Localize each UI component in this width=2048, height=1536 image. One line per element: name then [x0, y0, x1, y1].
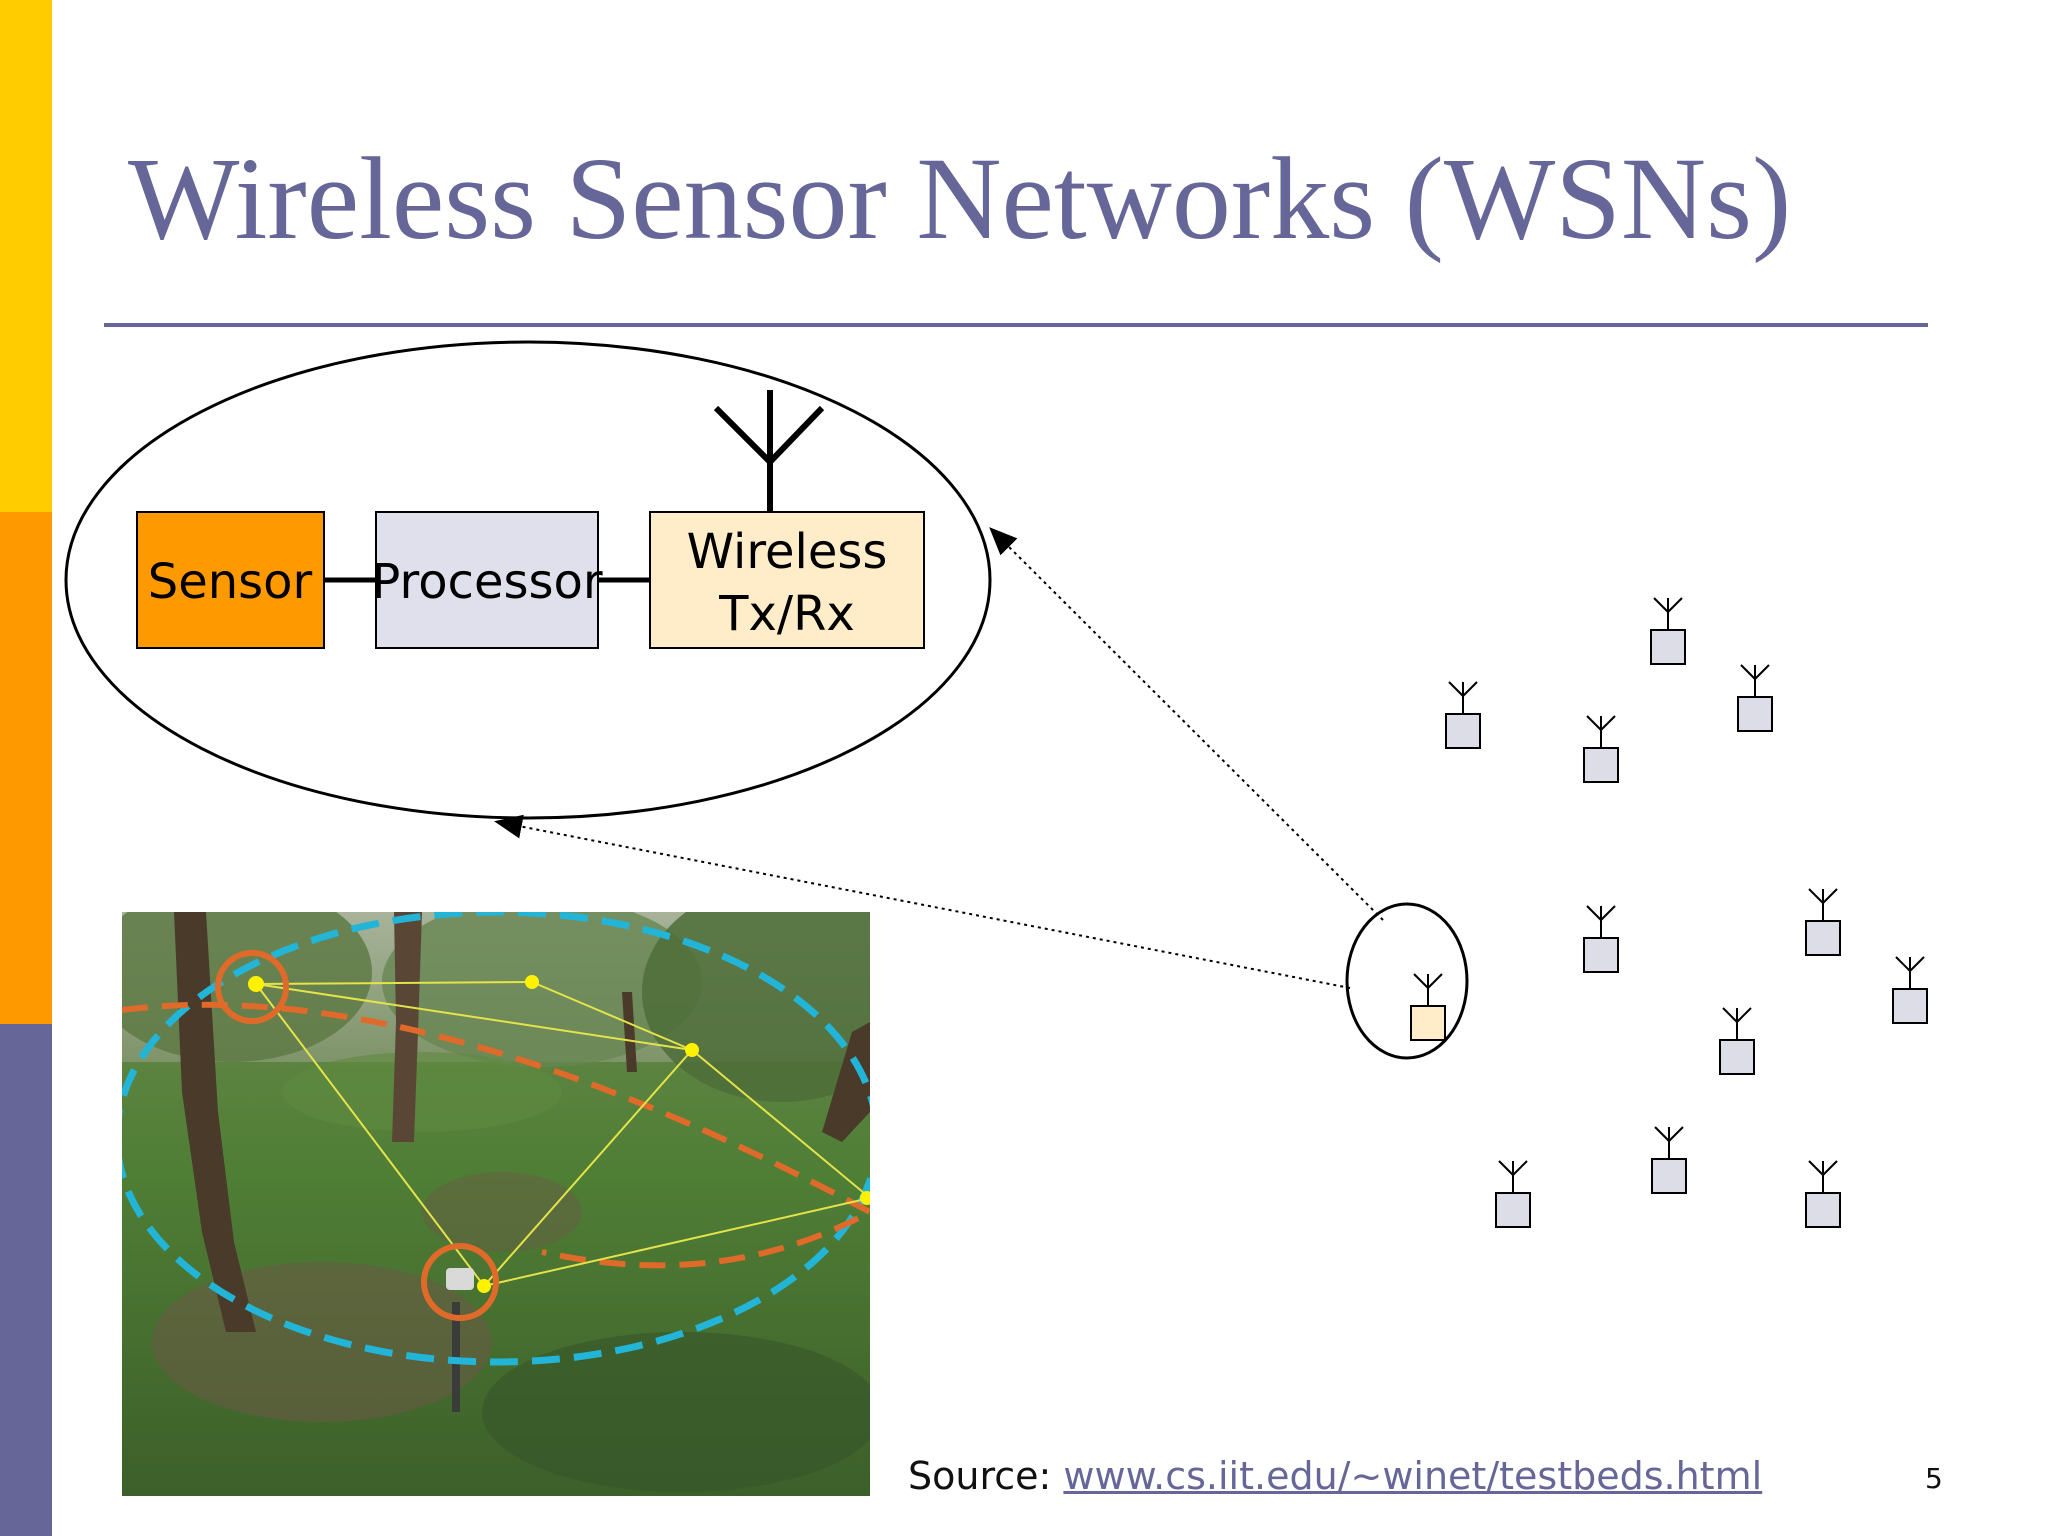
sensor-node	[1651, 1126, 1687, 1194]
processor-label: Processor	[371, 554, 602, 610]
sensor-node	[1583, 905, 1619, 973]
antenna-icon	[1498, 1160, 1528, 1193]
sidebar-segment-yellow	[0, 0, 52, 512]
highlighted-sensor-node	[1410, 973, 1446, 1041]
source-citation: Source: www.cs.iit.edu/~winet/testbeds.h…	[908, 1454, 1762, 1498]
sensor-node	[1805, 888, 1841, 956]
wireless-txrx-block: Wireless Tx/Rx	[649, 511, 925, 649]
antenna-icon	[1895, 956, 1925, 989]
zoom-arrow-lower	[494, 814, 1351, 989]
wireless-label-line1: Wireless	[687, 524, 888, 580]
antenna-icon	[1586, 905, 1616, 938]
sidebar-segment-purple	[0, 1024, 52, 1536]
antenna-icon	[1413, 973, 1443, 1006]
sensor-node	[1650, 597, 1686, 665]
sensor-node	[1892, 956, 1928, 1024]
sensor-block: Sensor	[136, 511, 325, 649]
processor-block: Processor	[371, 511, 603, 649]
sensor-node	[1445, 681, 1481, 749]
sidebar-segment-orange	[0, 512, 52, 1024]
antenna-icon	[1722, 1007, 1752, 1040]
antenna-icon	[1653, 597, 1683, 630]
page-number: 5	[1925, 1462, 1943, 1495]
sensor-node	[1737, 664, 1773, 732]
sensor-node	[1583, 715, 1619, 783]
sensor-node	[1719, 1007, 1755, 1075]
sensor-label: Sensor	[148, 554, 313, 610]
zoom-arrow-upper	[989, 527, 1384, 921]
sensor-node-field	[1410, 597, 1928, 1228]
source-link[interactable]: www.cs.iit.edu/~winet/testbeds.html	[1063, 1454, 1763, 1498]
sensor-node	[1495, 1160, 1531, 1228]
antenna-icon	[1586, 715, 1616, 748]
source-prefix: Source:	[908, 1454, 1064, 1498]
wireless-label-line2: Tx/Rx	[718, 586, 855, 642]
antenna-icon	[1740, 664, 1770, 697]
antenna-icon	[1808, 888, 1838, 921]
node-architecture-ellipse	[64, 340, 992, 820]
sensor-node	[1805, 1160, 1841, 1228]
testbed-photo	[122, 912, 870, 1496]
antenna-icon	[713, 390, 825, 512]
sidebar-color-bar	[0, 0, 52, 1536]
antenna-icon	[1654, 1126, 1684, 1159]
title-underline	[104, 323, 1928, 327]
slide-title: Wireless Sensor Networks (WSNs)	[128, 133, 1792, 264]
highlighted-node-ellipse	[1345, 902, 1469, 1060]
antenna-icon	[1448, 681, 1478, 714]
antenna-icon	[1808, 1160, 1838, 1193]
